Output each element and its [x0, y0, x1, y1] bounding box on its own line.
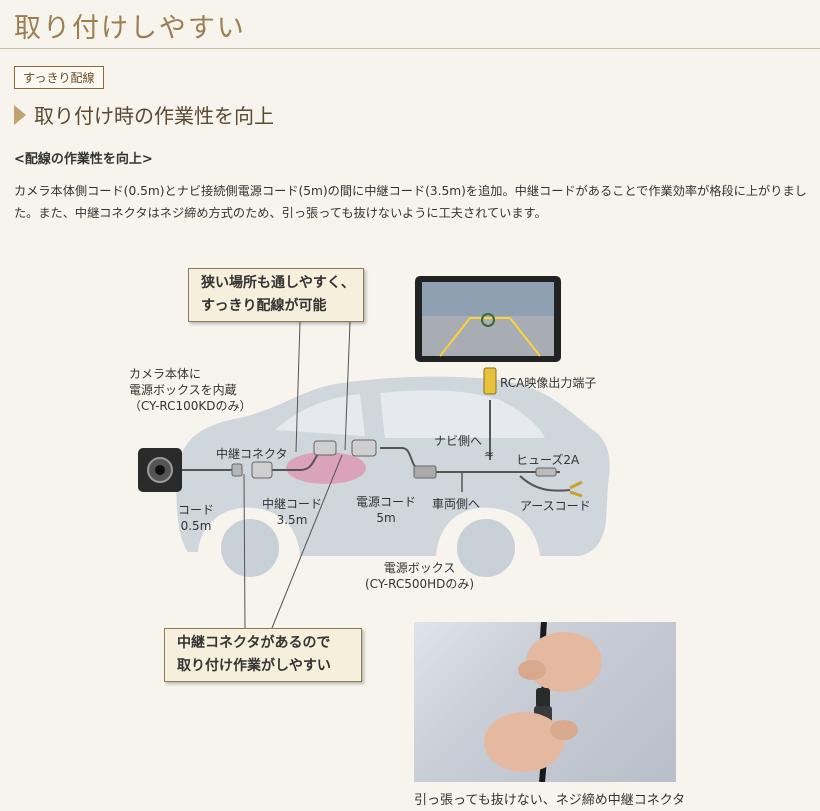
connector-upper	[536, 688, 550, 708]
navi-side-label: ナビ側へ	[434, 434, 483, 448]
connector-photo	[414, 622, 676, 782]
car-window-front	[380, 390, 545, 438]
relay-cord-label-line-1: 中継コード	[262, 497, 323, 511]
car-window-rear	[275, 394, 365, 436]
category-badge: すっきり配線	[14, 66, 104, 89]
power-box	[413, 465, 437, 479]
fuse-holder	[535, 467, 557, 477]
camera-label-line-3: （CY-RC100KDのみ）	[129, 399, 252, 413]
upper-finger	[518, 660, 546, 680]
power-box-label: 電源ボックス (CY-RC500HDのみ)	[365, 560, 474, 592]
relay-cord-label-line-2: 3.5m	[276, 513, 308, 527]
camera-lens-center	[155, 465, 165, 475]
callout-top-line-2: すっきり配線が可能	[201, 298, 327, 314]
relay-connector-mid-b	[351, 439, 377, 457]
car-wheel-rear	[215, 513, 285, 583]
highlight-glow	[286, 452, 366, 484]
leader-top-right	[344, 321, 351, 451]
leader-top-left	[295, 321, 301, 453]
relay-connector-mid-a	[313, 440, 337, 456]
rca-label: RCA映像出力端子	[500, 376, 597, 390]
power-cord-label-line-2: 5m	[376, 511, 396, 525]
connector-photo-illustration	[484, 622, 602, 782]
power-cord-label: 電源コード 5m	[356, 494, 416, 526]
leader-bottom-left	[243, 473, 246, 629]
camera-label-line-2: 電源ボックスを内蔵	[129, 383, 237, 397]
relay-connector-left	[231, 463, 243, 477]
section-heading-text: 取り付け時の作業性を向上	[34, 104, 274, 128]
cord-label: コード 0.5m	[178, 502, 214, 534]
callout-bottom-line-1: 中継コネクタがあるので	[177, 635, 331, 651]
callout-bottom-line-2: 取り付け作業がしやすい	[177, 658, 331, 674]
rca-plug	[483, 367, 497, 395]
power-box-label-line-2: (CY-RC500HDのみ)	[365, 577, 475, 591]
car-wheel-front	[451, 513, 521, 583]
relay-connector-label: 中継コネクタ	[216, 447, 288, 461]
leader-bottom-right	[271, 454, 343, 629]
relay-cord-label: 中継コード 3.5m	[262, 496, 322, 528]
earth-cord-label: アースコード	[520, 499, 591, 513]
earth-terminal	[569, 480, 583, 498]
lower-hand	[484, 712, 564, 772]
sub-heading: <配線の作業性を向上>	[14, 152, 153, 167]
vehicle-side-label: 車両側へ	[432, 497, 481, 511]
body-paragraph: カメラ本体側コード(0.5m)とナビ接続側電源コード(5m)の間に中継コード(3…	[14, 184, 807, 220]
camera-label: カメラ本体に 電源ボックスを内蔵 （CY-RC100KDのみ）	[129, 366, 252, 414]
callout-top-line-1: 狭い場所も通しやすく、	[201, 275, 355, 291]
page-title: 取り付けしやすい	[14, 13, 246, 44]
callout-bottom: 中継コネクタがあるので 取り付け作業がしやすい	[164, 628, 362, 682]
title-divider	[0, 48, 820, 49]
lower-finger	[550, 720, 578, 740]
cord-label-line-2: 0.5m	[180, 519, 212, 533]
callout-top: 狭い場所も通しやすく、 すっきり配線が可能	[188, 268, 364, 322]
power-cord-label-line-1: 電源コード	[356, 495, 417, 509]
chevron-right-icon	[14, 104, 26, 125]
photo-caption: 引っ張っても抜けない、ネジ締め中継コネクタ	[414, 793, 686, 808]
break-symbol: ≈	[484, 447, 494, 461]
earth-cord	[519, 475, 571, 492]
relay-connector-right	[251, 461, 273, 479]
cord-label-line-1: コード	[178, 503, 215, 517]
fuse-label: ヒューズ2A	[516, 453, 580, 467]
power-box-label-line-1: 電源ボックス	[383, 561, 456, 575]
upper-hand	[526, 632, 602, 692]
parking-guide-lines	[439, 317, 541, 357]
camera-label-line-1: カメラ本体に	[129, 367, 202, 381]
bicycle-icon	[481, 313, 495, 327]
section-heading: 取り付け時の作業性を向上	[14, 100, 274, 129]
